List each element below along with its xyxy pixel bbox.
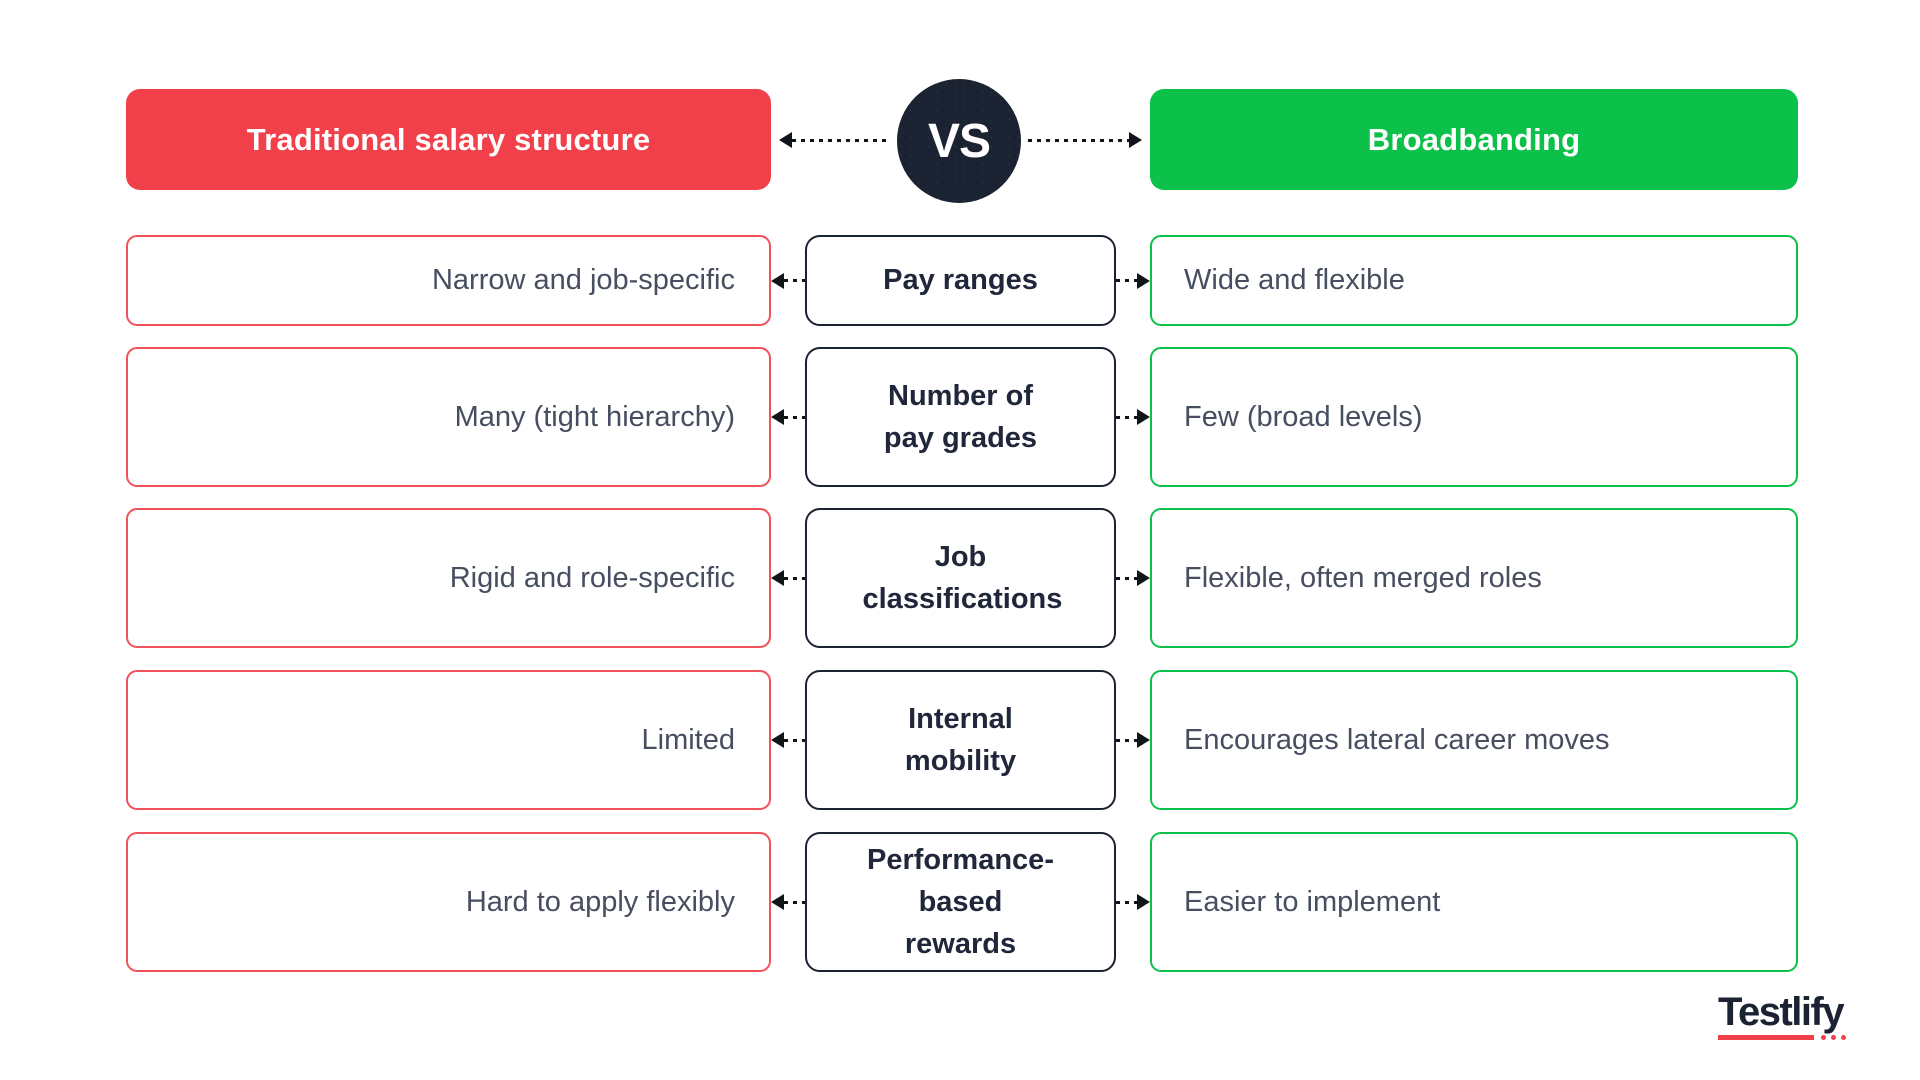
logo-dots-icon xyxy=(1821,1035,1846,1040)
broadbanding-cell: Wide and flexible xyxy=(1150,235,1798,326)
arrowhead-right-icon xyxy=(1137,570,1150,586)
dotted-line xyxy=(1116,415,1137,419)
arrowhead-right-icon xyxy=(1137,272,1150,289)
arrowhead-left-icon xyxy=(771,409,784,425)
arrowhead-right-icon xyxy=(1137,894,1150,910)
dotted-arrow-left-icon xyxy=(771,894,805,910)
traditional-cell: Many (tight hierarchy) xyxy=(126,347,771,487)
arrowhead-left-icon xyxy=(771,570,784,586)
arrowhead-left-icon xyxy=(779,132,792,148)
arrowhead-right-icon xyxy=(1129,132,1142,148)
dotted-line xyxy=(784,900,805,904)
category-label: Pay ranges xyxy=(883,264,1038,297)
dotted-arrow-right-icon xyxy=(1116,894,1150,910)
arrowhead-left-icon xyxy=(771,272,784,289)
vs-badge: VS xyxy=(897,79,1021,203)
dotted-line xyxy=(784,576,805,580)
logo-underline-bar xyxy=(1718,1035,1814,1040)
traditional-header: Traditional salary structure xyxy=(126,89,771,190)
broadbanding-header: Broadbanding xyxy=(1150,89,1798,190)
category-label: Number of pay grades xyxy=(883,379,1038,454)
comparison-row-pay-grades: Many (tight hierarchy) Number of pay gra… xyxy=(126,347,1798,487)
category-cell: Performance-based rewards xyxy=(805,832,1116,972)
traditional-value: Rigid and role-specific xyxy=(449,561,735,594)
traditional-cell: Limited xyxy=(126,670,771,810)
category-cell: Pay ranges xyxy=(805,235,1116,326)
broadbanding-value: Easier to implement xyxy=(1184,885,1441,918)
category-cell: Job classifications xyxy=(805,508,1116,648)
dotted-arrow-left-icon xyxy=(771,732,805,748)
traditional-cell: Rigid and role-specific xyxy=(126,508,771,648)
dotted-line xyxy=(784,415,805,419)
dotted-arrow-left-icon xyxy=(771,272,805,289)
category-cell: Internal mobility xyxy=(805,670,1116,810)
dotted-arrow-left-icon xyxy=(771,409,805,425)
broadbanding-cell: Flexible, often merged roles xyxy=(1150,508,1798,648)
dotted-line xyxy=(1116,576,1137,580)
arrowhead-left-icon xyxy=(771,894,784,910)
arrowhead-right-icon xyxy=(1137,732,1150,748)
broadbanding-value: Flexible, often merged roles xyxy=(1184,561,1542,594)
broadbanding-value: Few (broad levels) xyxy=(1184,400,1423,433)
vs-label: VS xyxy=(927,114,991,168)
traditional-header-label: Traditional salary structure xyxy=(246,121,651,157)
dotted-arrow-right-icon xyxy=(1116,570,1150,586)
dotted-arrow-right-icon xyxy=(1116,409,1150,425)
testlify-logo: Testlify xyxy=(1718,992,1878,1040)
testlify-logo-text: Testlify xyxy=(1718,990,1845,1034)
arrowhead-right-icon xyxy=(1137,409,1150,425)
category-cell: Number of pay grades xyxy=(805,347,1116,487)
traditional-value: Many (tight hierarchy) xyxy=(454,400,735,433)
comparison-row-pay-ranges: Narrow and job-specific Pay ranges Wide … xyxy=(126,235,1798,326)
dotted-line xyxy=(1116,279,1137,282)
comparison-row-internal-mobility: Limited Internal mobility Encourages lat… xyxy=(126,670,1798,810)
category-label: Performance-based rewards xyxy=(867,843,1054,961)
dotted-arrow-right-icon xyxy=(1116,272,1150,289)
testlify-logo-underline xyxy=(1718,1035,1878,1040)
comparison-row-job-classifications: Rigid and role-specific Job classificati… xyxy=(126,508,1798,648)
broadbanding-header-label: Broadbanding xyxy=(1367,121,1581,157)
broadbanding-cell: Encourages lateral career moves xyxy=(1150,670,1798,810)
broadbanding-cell: Few (broad levels) xyxy=(1150,347,1798,487)
dotted-line xyxy=(1116,900,1137,904)
dotted-arrow-left-icon xyxy=(779,132,891,148)
dotted-arrow-right-icon xyxy=(1116,732,1150,748)
traditional-cell: Hard to apply flexibly xyxy=(126,832,771,972)
comparison-row-performance-rewards: Hard to apply flexibly Performance-based… xyxy=(126,832,1798,972)
category-label: Job classifications xyxy=(862,540,1063,615)
dotted-line xyxy=(792,138,891,142)
dotted-line xyxy=(784,738,805,742)
traditional-value: Hard to apply flexibly xyxy=(465,885,735,918)
broadbanding-value: Wide and flexible xyxy=(1184,264,1405,296)
traditional-value: Narrow and job-specific xyxy=(431,264,735,296)
arrowhead-left-icon xyxy=(771,732,784,748)
dotted-line xyxy=(1116,738,1137,742)
dotted-line xyxy=(784,279,805,282)
dotted-line xyxy=(1028,138,1129,142)
traditional-cell: Narrow and job-specific xyxy=(126,235,771,326)
broadbanding-cell: Easier to implement xyxy=(1150,832,1798,972)
broadbanding-value: Encourages lateral career moves xyxy=(1184,723,1610,756)
dotted-arrow-left-icon xyxy=(771,570,805,586)
dotted-arrow-right-icon xyxy=(1028,132,1142,148)
traditional-value: Limited xyxy=(641,723,736,756)
category-label: Internal mobility xyxy=(904,702,1017,777)
